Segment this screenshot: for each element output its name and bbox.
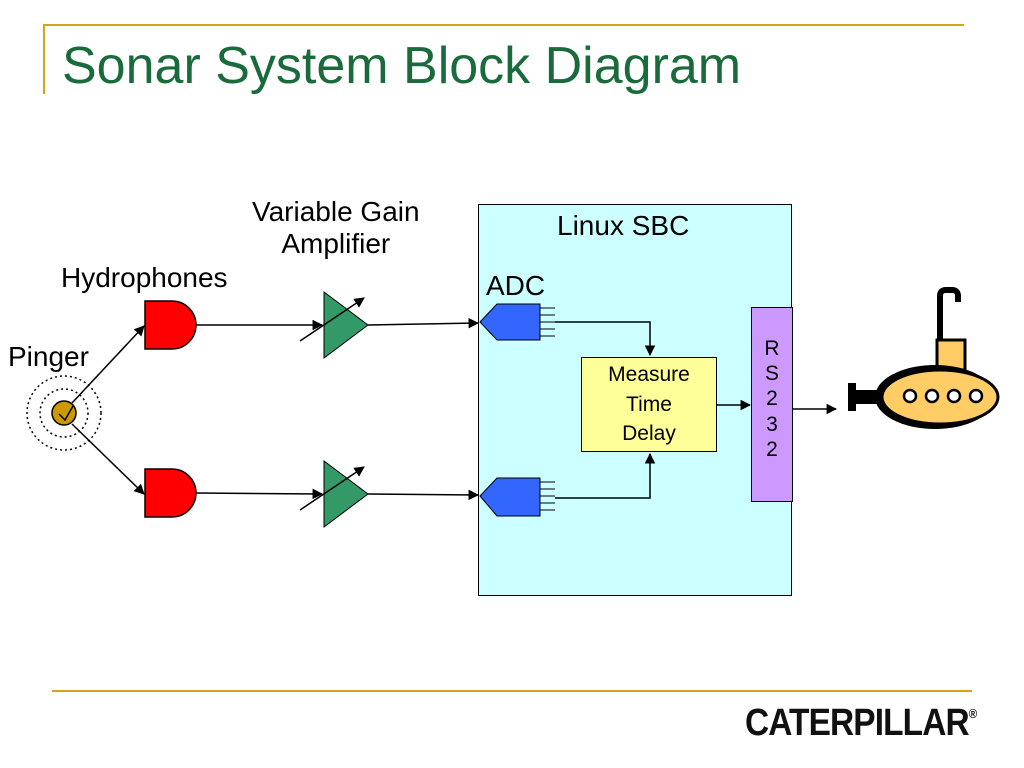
linux-sbc-label: Linux SBC: [557, 210, 690, 241]
amplifier-icon: [299, 291, 369, 359]
frame-top-line: [43, 24, 964, 26]
caterpillar-logo: CATERPILLAR®: [745, 702, 977, 745]
frame-left-line: [43, 24, 45, 94]
rs232-box: R S 2 3 2: [751, 307, 793, 502]
hydrophone-icon: [144, 468, 197, 518]
pinger-icon: [26, 375, 102, 451]
adc-icon: [479, 477, 555, 517]
logo-registered-mark: ®: [968, 706, 977, 721]
logo-text: CATERPILLAR: [745, 702, 970, 744]
hydrophones-label: Hydrophones: [61, 262, 228, 293]
submarine-icon: [848, 287, 1000, 429]
slide-title: Sonar System Block Diagram: [62, 37, 742, 95]
adc-icon: [479, 303, 555, 341]
variable-gain-amplifier-label: Variable Gain Amplifier: [252, 196, 420, 260]
pinger-to-top-hydrophone-arrow: [71, 325, 145, 404]
pinger-to-bottom-hydrophone-arrow: [71, 423, 145, 495]
adc-label: ADC: [486, 270, 546, 301]
hydrophone-icon: [144, 300, 197, 350]
amplifier-icon: [299, 460, 369, 528]
measure-time-delay-box: Measure Time Delay: [581, 357, 717, 452]
pinger-label: Pinger: [8, 341, 89, 372]
frame-bottom-line: [52, 690, 972, 692]
